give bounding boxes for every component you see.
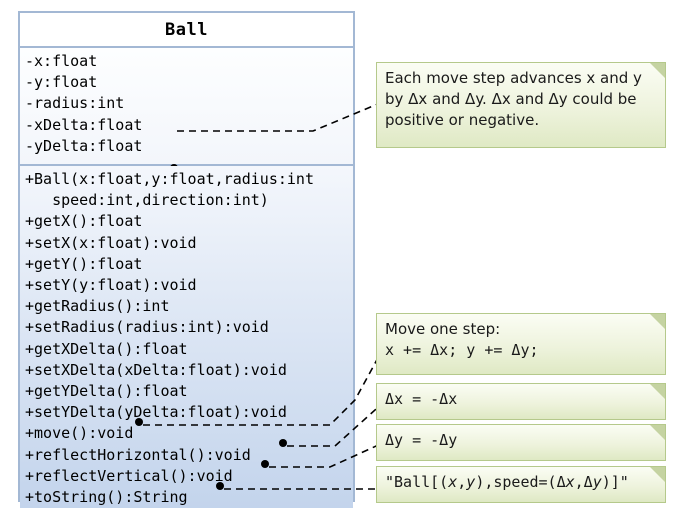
attribute-row: -radius:int bbox=[25, 94, 125, 113]
attribute-row: -y:float bbox=[25, 73, 98, 92]
attribute-row: -xDelta:float bbox=[25, 115, 143, 134]
method-row: +getY():float bbox=[25, 254, 143, 273]
note-line: by Δx and Δy. Δx and Δy could be bbox=[385, 90, 637, 108]
note-reflect-vertical-code[interactable]: Δy = -Δy bbox=[376, 424, 669, 464]
method-row: +getXDelta():float bbox=[25, 339, 188, 358]
class-name-compartment: Ball bbox=[20, 13, 353, 48]
note-code: x += Δx; y += Δy; bbox=[385, 341, 539, 359]
note-title: Move one step: bbox=[385, 320, 501, 338]
method-row: +setYDelta(yDelta:float):void bbox=[25, 403, 287, 422]
code-part: "Ball[( bbox=[385, 473, 449, 491]
code-part: ),speed=(Δ bbox=[475, 473, 566, 491]
connector-dot-move bbox=[135, 418, 143, 426]
class-name-label: Ball bbox=[165, 19, 208, 40]
method-row: +getRadius():int bbox=[25, 297, 170, 316]
note-tostring-code[interactable]: "Ball[(x,y),speed=(Δx,Δy)]" bbox=[376, 466, 669, 506]
code-part: )]" bbox=[601, 473, 629, 491]
note-reflect-horizontal-code[interactable]: Δx = -Δx bbox=[376, 383, 669, 423]
note-move-code[interactable]: Move one step: x += Δx; y += Δy; bbox=[376, 313, 669, 378]
attributes-compartment: -x:float -y:float -radius:int -xDelta:fl… bbox=[20, 48, 353, 172]
code-part: ,Δ bbox=[574, 473, 593, 491]
note-code: "Ball[(x,y),speed=(Δx,Δy)]" bbox=[385, 472, 657, 493]
connector-dot-reflect-horizontal bbox=[279, 439, 287, 447]
method-row: +Ball(x:float,y:float,radius:int bbox=[25, 170, 314, 188]
note-move-description[interactable]: Each move step advances x and y by Δx an… bbox=[376, 62, 669, 151]
code-var-x2: x bbox=[565, 473, 575, 491]
method-row: +setX(x:float):void bbox=[25, 233, 197, 252]
note-code: Δy = -Δy bbox=[385, 431, 458, 449]
attribute-row: -yDelta:float bbox=[25, 136, 143, 155]
method-row: +getYDelta():float bbox=[25, 382, 188, 401]
method-row: +reflectHorizontal():void bbox=[25, 445, 251, 464]
method-row: speed:int,direction:int) bbox=[25, 191, 269, 210]
method-row: +toString():String bbox=[25, 488, 188, 507]
note-line: Each move step advances x and y bbox=[385, 69, 642, 87]
code-var-y: y bbox=[466, 473, 476, 491]
method-row: +setXDelta(xDelta:float):void bbox=[25, 360, 287, 379]
connector-dot-tostring bbox=[216, 482, 224, 490]
method-row: +reflectVertical():void bbox=[25, 466, 233, 485]
code-part: , bbox=[457, 473, 467, 491]
method-row: +setY(y:float):void bbox=[25, 276, 197, 295]
method-row: +getX():float bbox=[25, 212, 143, 231]
method-row: +setRadius(radius:int):void bbox=[25, 318, 269, 337]
code-var-y2: y bbox=[592, 473, 602, 491]
uml-class-box-ball[interactable]: Ball -x:float -y:float -radius:int -xDel… bbox=[18, 11, 355, 509]
note-line: positive or negative. bbox=[385, 111, 540, 129]
code-var-x: x bbox=[448, 473, 458, 491]
note-code: Δx = -Δx bbox=[385, 390, 458, 408]
attribute-row: -x:float bbox=[25, 52, 98, 70]
method-row: +move():void bbox=[25, 424, 134, 443]
methods-compartment: +Ball(x:float,y:float,radius:int speed:i… bbox=[20, 166, 353, 509]
connector-dot-reflect-vertical bbox=[261, 460, 269, 468]
